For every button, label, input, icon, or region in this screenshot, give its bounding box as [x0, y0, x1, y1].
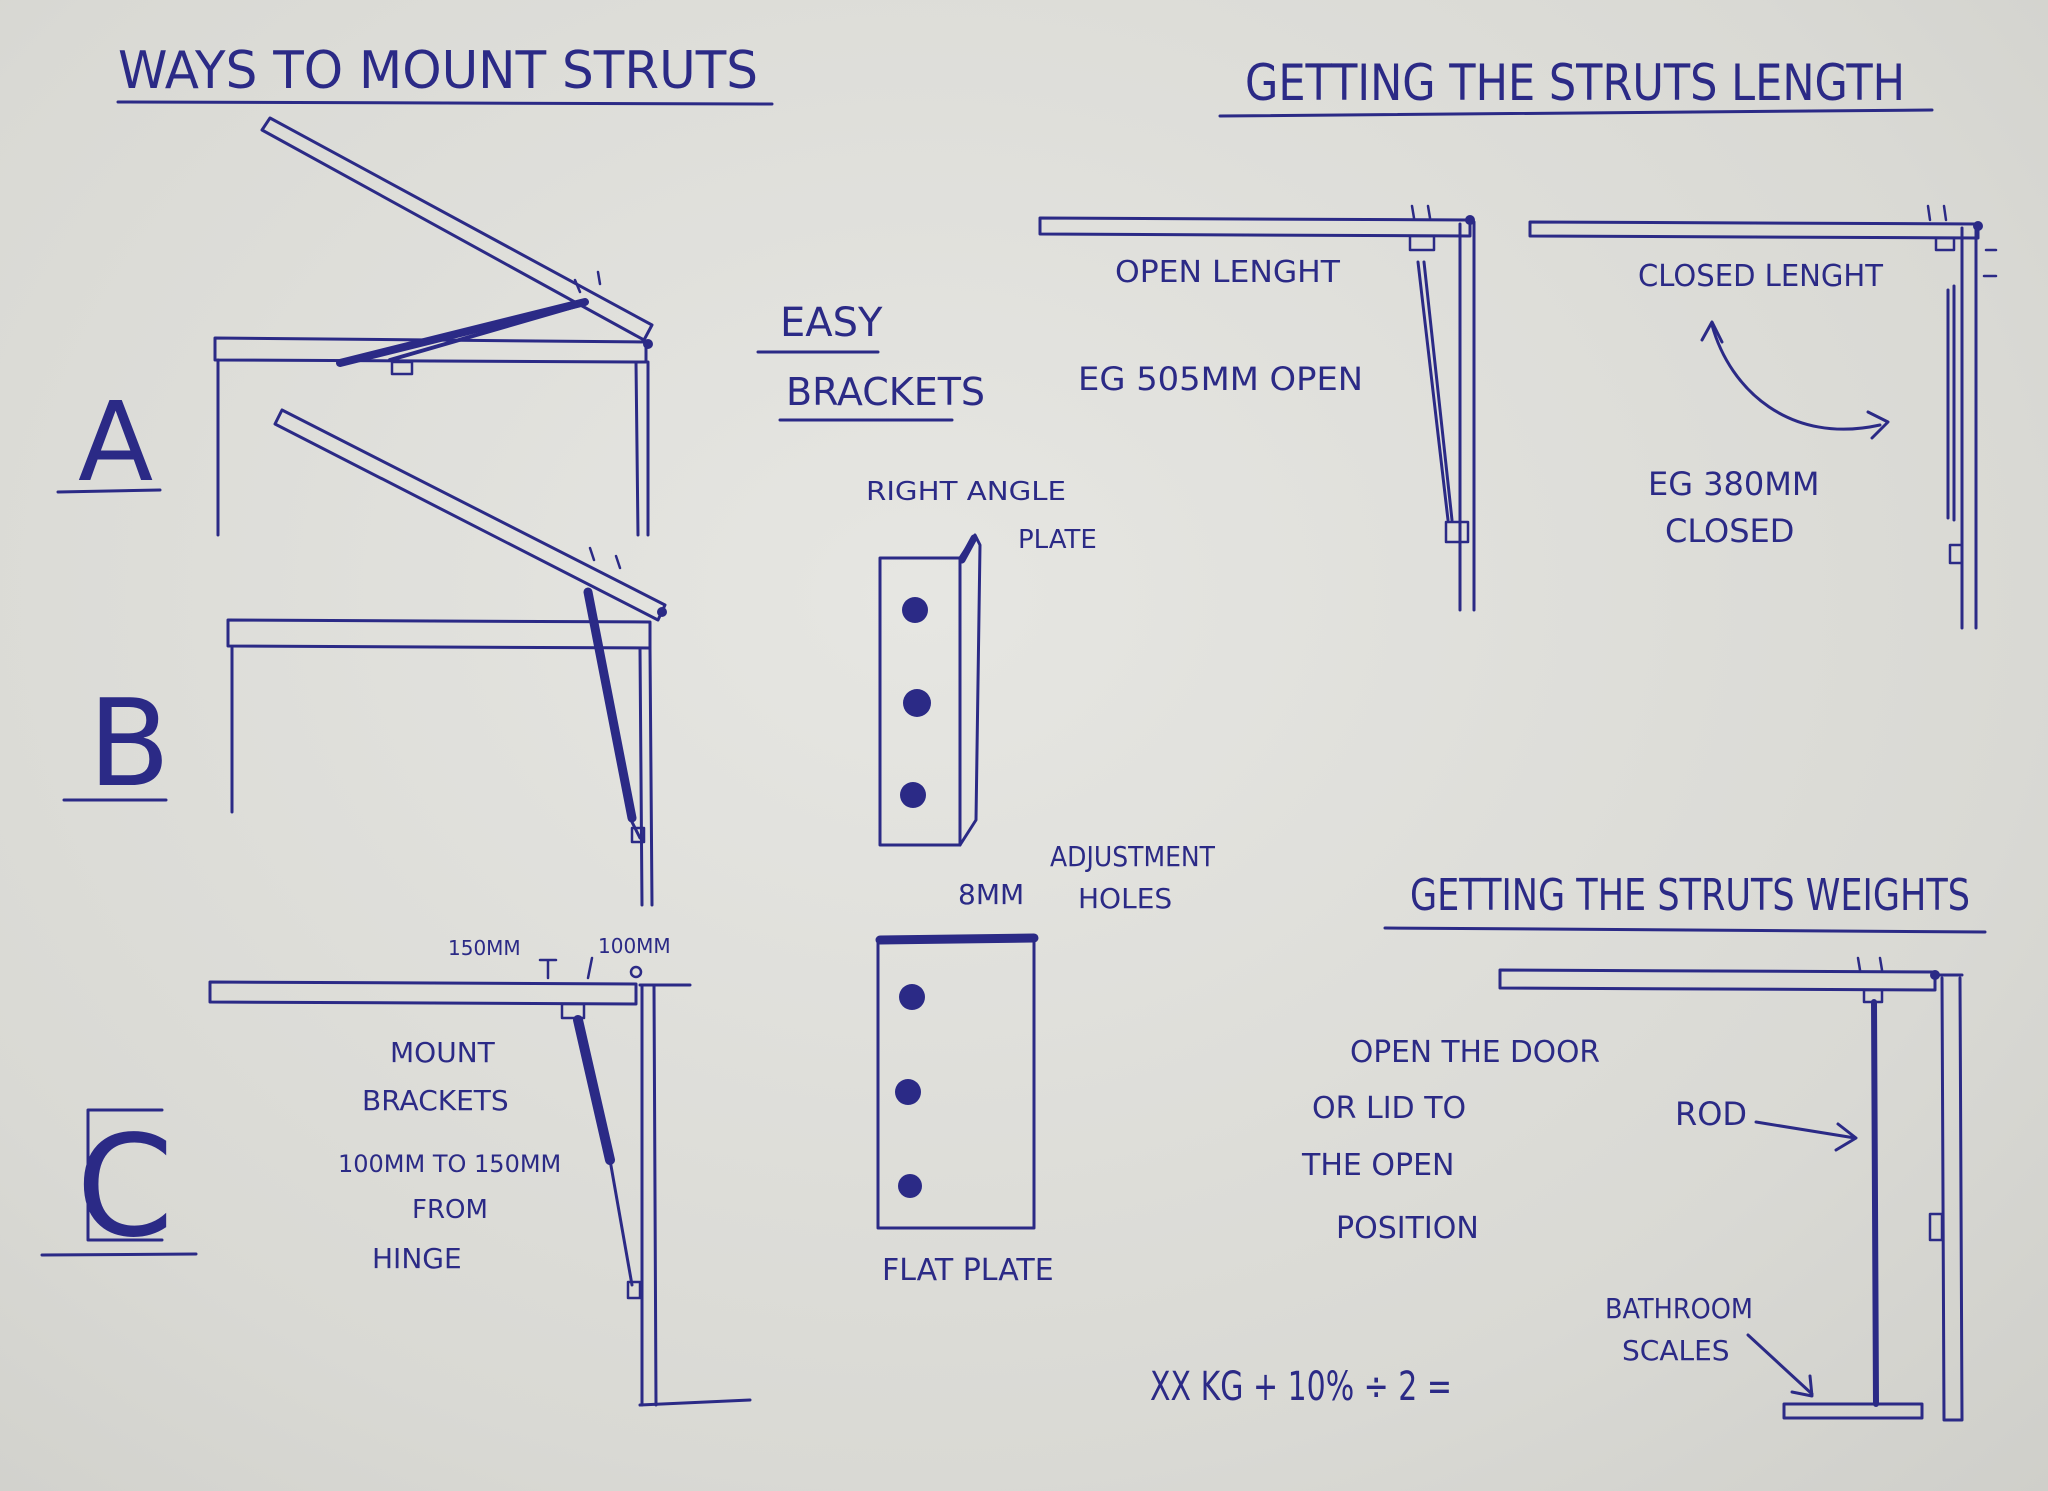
open-length-example: EG 505MM OPEN [1078, 360, 1363, 398]
closed-length-diagram [1528, 204, 1998, 630]
scales-label: BATHROOM [1605, 1292, 1753, 1325]
mount-b-diagram [226, 408, 667, 907]
arrow-head [1700, 320, 1890, 440]
option-letter-b: B [88, 675, 170, 814]
weights-step-line: OPEN THE DOOR [1350, 1035, 1600, 1070]
weights-step-line: THE OPEN [1301, 1148, 1454, 1183]
title-getting-length: GETTING THE STRUTS LENGTH [1245, 54, 1905, 112]
dim-label-100mm: 100MM [598, 934, 671, 958]
weights-diagram [1498, 956, 1964, 1422]
weights-step-line: OR LID TO [1312, 1091, 1466, 1126]
closed-length-example: EG 380MM [1648, 465, 1819, 503]
right-angle-label: PLATE [1018, 525, 1097, 555]
open-length-label: OPEN LENGHT [1115, 255, 1341, 290]
letter-underline [56, 488, 162, 494]
closed-length-example: CLOSED [1665, 512, 1794, 550]
option-letter-a: A [78, 378, 153, 506]
adjustment-label: ADJUSTMENT [1050, 840, 1216, 873]
mount-note-line: BRACKETS [362, 1084, 509, 1117]
scales-label: SCALES [1622, 1334, 1730, 1367]
rod-label: ROD [1675, 1095, 1747, 1133]
dim-label-150mm: 150MM [448, 936, 521, 960]
open-length-diagram [1038, 204, 1476, 612]
mount-note-line: FROM [412, 1195, 488, 1225]
mount-c-diagram [86, 956, 752, 1407]
mount-note-line: HINGE [372, 1242, 462, 1275]
weight-formula: XX KG + 10% ÷ 2 = [1150, 1364, 1452, 1410]
brackets-heading: BRACKETS [786, 370, 985, 414]
size-label: 8MM [958, 878, 1024, 911]
mount-a-diagram [213, 116, 654, 537]
title-underline [1218, 108, 1934, 118]
weights-step-line: POSITION [1336, 1211, 1479, 1246]
letter-underline [40, 1252, 198, 1257]
brackets-heading: EASY [780, 300, 883, 346]
closed-length-label: CLOSED LENGHT [1638, 259, 1884, 294]
mount-note-line: MOUNT [390, 1036, 496, 1069]
option-letter-c: C [76, 1106, 174, 1269]
scales-arrow [1746, 1333, 1814, 1398]
mount-note-line: 100MM TO 150MM [338, 1150, 561, 1178]
right-angle-plate [878, 533, 982, 847]
flat-plate-label: FLAT PLATE [882, 1253, 1054, 1288]
title-getting-weights: GETTING THE STRUTS WEIGHTS [1410, 870, 1970, 921]
curved-arrow [1710, 323, 1882, 431]
title-ways-to-mount: WAYS TO MOUNT STRUTS [118, 41, 758, 101]
title-underline [116, 100, 774, 106]
adjustment-label: HOLES [1078, 882, 1172, 915]
rod-arrow [1754, 1120, 1858, 1152]
right-angle-label: RIGHT ANGLE [866, 477, 1066, 507]
title-underline [1383, 926, 1987, 934]
flat-plate [875, 933, 1039, 1230]
